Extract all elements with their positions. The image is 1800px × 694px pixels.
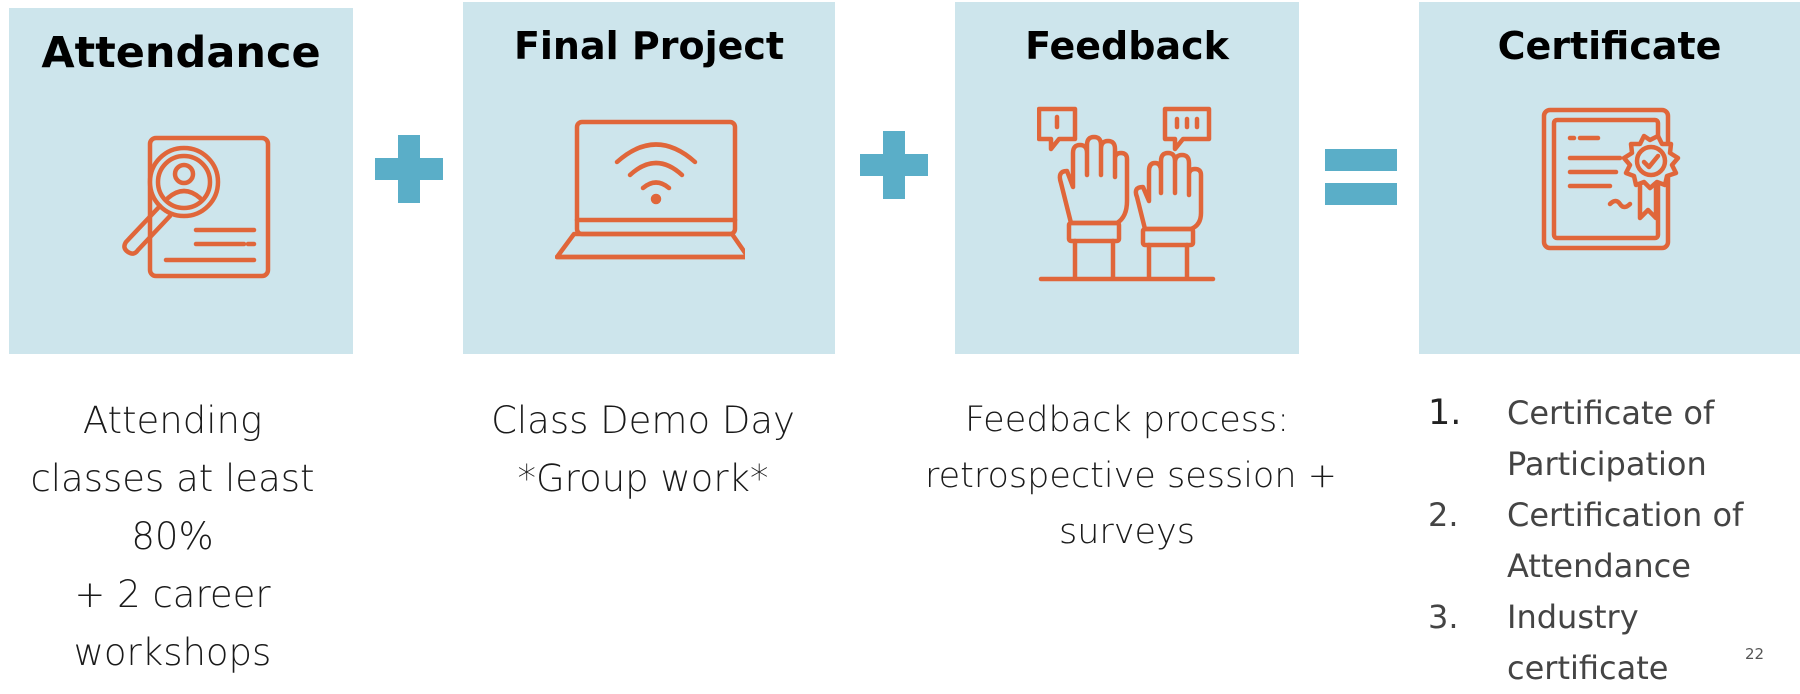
- equals-icon: [1325, 149, 1397, 205]
- list-item: 2. Certification of Attendance: [1415, 490, 1800, 592]
- final-project-desc-line: Class Demo Day: [491, 399, 795, 442]
- feedback-title: Feedback: [1025, 24, 1229, 68]
- feedback-desc-line: retrospective session +: [925, 456, 1337, 496]
- raised-hands-speech-bubbles-icon: [1037, 106, 1216, 282]
- page-number: 22: [1745, 645, 1765, 663]
- plus-icon: [375, 135, 443, 203]
- attendance-desc-line: classes at least: [30, 457, 315, 500]
- certificate-title: Certificate: [1497, 24, 1722, 68]
- list-item-text: Participation: [1507, 445, 1707, 483]
- feedback-card: Feedback: [955, 2, 1299, 354]
- list-item-number: 2.: [1428, 496, 1459, 534]
- final-project-desc-line: *Group work*: [517, 457, 769, 500]
- final-project-title: Final Project: [513, 24, 785, 68]
- list-item-number: 3.: [1428, 598, 1459, 636]
- attendance-desc-line: 80%: [131, 515, 214, 558]
- attendance-card: Attendance: [9, 8, 353, 354]
- final-project-card: Final Project: [463, 2, 835, 354]
- list-item: 1. Certificate of Participation: [1415, 388, 1800, 490]
- attendance-desc-line: + 2 career: [74, 573, 271, 616]
- list-item-text: Attendance: [1507, 547, 1691, 585]
- final-project-description: Class Demo Day *Group work*: [463, 392, 823, 508]
- list-item-text: Certificate of: [1507, 394, 1715, 432]
- feedback-desc-line: surveys: [1058, 512, 1195, 552]
- laptop-wifi-icon: [555, 119, 745, 260]
- attendance-title: Attendance: [41, 28, 321, 78]
- certificate-badge-icon: [1541, 107, 1681, 251]
- attendance-desc-line: Attending: [82, 399, 263, 442]
- attendance-description: Attending classes at least 80% + 2 caree…: [0, 392, 345, 682]
- list-item-text: Certification of: [1507, 496, 1744, 534]
- magnifier-profile-document-icon: [122, 135, 271, 279]
- attendance-desc-line: workshops: [73, 631, 272, 674]
- feedback-description: Feedback process: retrospective session …: [925, 392, 1337, 560]
- certificate-card: Certificate: [1419, 2, 1800, 354]
- feedback-desc-line: Feedback process:: [964, 400, 1290, 440]
- plus-icon: [860, 131, 928, 199]
- list-item-number: 1.: [1428, 393, 1462, 433]
- certificate-list: 1. Certificate of Participation 2. Certi…: [1415, 388, 1800, 694]
